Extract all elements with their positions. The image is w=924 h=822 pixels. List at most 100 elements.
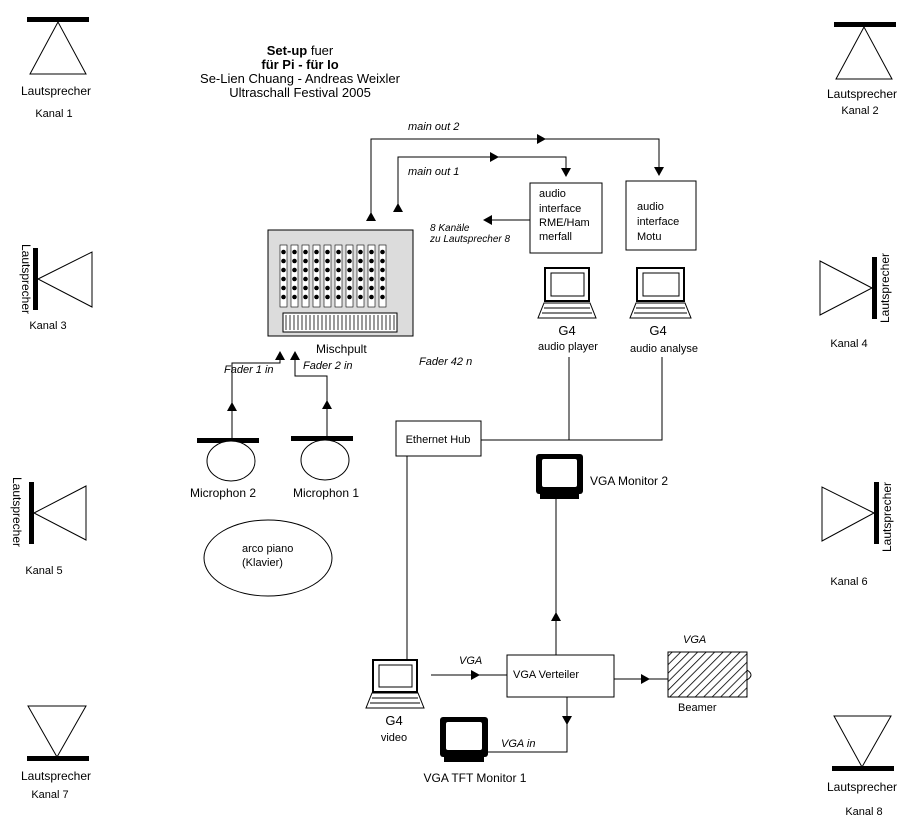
mixer-knob [292,294,297,300]
vga-tft-monitor-1: VGA TFT Monitor 1 [424,717,527,785]
vga-monitor-2: VGA Monitor 2 [536,454,668,499]
speaker-kanal-5: Lautsprecher Kanal 5 [10,477,87,577]
mixer-knob [314,285,319,291]
mixer-channel-strip [312,244,321,308]
title-setup: Set-up [267,43,308,58]
title-festival: Ultraschall Festival 2005 [229,85,371,100]
mixer-channel-strip [301,244,310,308]
g4-role: video [381,732,407,744]
speaker-label: Lautsprecher [878,253,892,323]
speaker-label: Lautsprecher [827,780,897,794]
mixer-channel-strip [378,244,387,308]
arrowheads [227,134,664,725]
mixer-knob [281,294,286,300]
mixer-knob [292,285,297,291]
mixer-knob [314,294,319,300]
mixer-knob [369,258,374,264]
label-fader-2: Fader 2 in [303,360,353,372]
label-vga-video: VGA [459,655,482,667]
mixer-knob [358,294,363,300]
title-authors: Se-Lien Chuang - Andreas Weixler [200,71,401,86]
mixer-knob [358,285,363,291]
label-main-out-1: main out 1 [408,166,459,178]
beamer-label: Beamer [678,702,717,714]
connection-lines [231,138,668,753]
mixer-knob [380,267,385,273]
mixer-knob [292,276,297,282]
mixer-knob [358,276,363,282]
audio-interface-rme: audio interface RME/Ham merfall [529,182,603,254]
mixer-knob [325,249,330,255]
label-zu-lautsprecher: zu Lautsprecher 8 [429,234,510,245]
speaker-kanal-1: Lautsprecher Kanal 1 [21,17,91,120]
mixer-knob [303,285,308,291]
mixer-knob [325,285,330,291]
mixer-channel-strip [334,244,343,308]
vga-monitor-1-label: VGA TFT Monitor 1 [424,771,527,785]
mic-label: Microphon 1 [293,486,359,500]
mixer-knob [369,276,374,282]
mixer-knob [336,294,341,300]
microphone-1: Microphon 1 [291,436,359,500]
mixer-knob [281,258,286,264]
speaker-channel: Kanal 7 [31,789,68,801]
speaker-kanal-3: Lautsprecher Kanal 3 [19,244,93,332]
piano-line-2: (Klavier) [242,557,283,569]
label-fader-1: Fader 1 in [224,364,274,376]
mixer-knob [336,267,341,273]
mixer-knob [347,258,352,264]
mixer-knob [314,276,319,282]
mixer-knob [358,249,363,255]
rme-line-2: interface [539,203,581,215]
mixer-knob [292,249,297,255]
vga-monitor-2-label: VGA Monitor 2 [590,474,668,488]
speaker-label: Lautsprecher [880,482,894,552]
beamer: Beamer [667,651,752,714]
g4-role: audio player [538,341,598,353]
title-fuer: fuer [307,43,334,58]
label-vga-in: VGA in [501,738,535,750]
microphone-2: Microphon 2 [190,438,259,500]
mixer-knob [303,258,308,264]
speaker-channel: Kanal 6 [830,576,867,588]
svg-text:Set-up fuer: Set-up fuer [267,43,334,58]
speaker-kanal-7: Lautsprecher Kanal 7 [21,705,91,801]
mixer-knob [369,294,374,300]
mixer-knob [281,276,286,282]
mixer-knob [281,267,286,273]
mixer-knob [380,276,385,282]
vga-verteiler-label: VGA Verteiler [513,669,579,681]
mixer-knob [314,249,319,255]
mixer-knob [369,249,374,255]
speaker-label: Lautsprecher [21,84,91,98]
mixer-knob [281,249,286,255]
speaker-kanal-8: Lautsprecher Kanal 8 [827,715,897,818]
g4-role: audio analyse [630,343,698,355]
mixer-knob [358,267,363,273]
label-main-out-2: main out 2 [408,121,459,133]
speaker-label: Lautsprecher [19,244,33,314]
speaker-channel: Kanal 2 [841,105,878,117]
mixer-knob [303,294,308,300]
speaker-channel: Kanal 8 [845,806,882,818]
g4-name: G4 [385,713,402,728]
motu-line-1: audio [637,201,664,213]
mixer-label: Mischpult [316,342,367,356]
mixer-knob [325,276,330,282]
mixer-channel-strip [356,244,365,308]
title-block: Set-up fuer für Pi - für Io Se-Lien Chua… [200,43,401,100]
mixer-faders [285,315,395,330]
mixer-knob [303,249,308,255]
speaker-label: Lautsprecher [827,87,897,101]
g4-name: G4 [649,323,666,338]
mixer-channel-strip [345,244,354,308]
mixer-knob [347,285,352,291]
rme-line-4: merfall [539,231,572,243]
mixer-knob [336,276,341,282]
computer-g4-video: G4 video [365,659,425,744]
label-8-kanaele: 8 Kanäle [430,223,470,234]
mixer-knob [303,276,308,282]
speaker-channel: Kanal 3 [29,320,66,332]
mixer-knob [336,249,341,255]
